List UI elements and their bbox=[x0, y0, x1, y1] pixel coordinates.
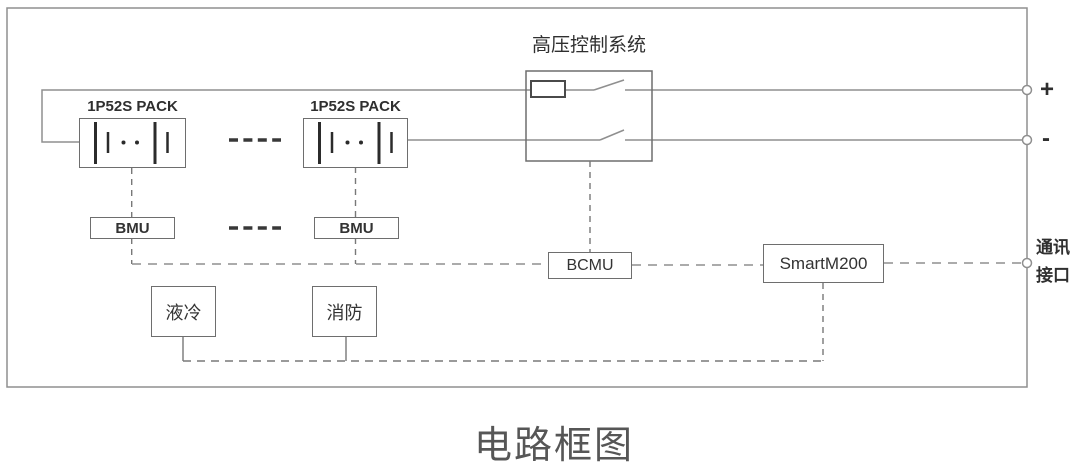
battery-pack2-box bbox=[303, 118, 408, 168]
diagram-title: 电路框图 bbox=[473, 425, 634, 467]
smartm200-label: SmartM200 bbox=[779, 253, 868, 273]
bmu1-label: BMU bbox=[115, 219, 150, 237]
enclosure-frame bbox=[6, 7, 1028, 388]
comm-bus-dashed bbox=[132, 262, 1022, 266]
fire-protection-label: 消防 bbox=[326, 302, 363, 323]
hv-system-label: 高压控制系统 bbox=[531, 35, 646, 56]
liquid-cooling-box: 液冷 bbox=[151, 286, 216, 337]
bmu1-box: BMU bbox=[90, 217, 175, 239]
switch-positive-icon bbox=[593, 79, 625, 91]
positive-bus-wire bbox=[41, 89, 1022, 143]
hv-control-box bbox=[525, 70, 653, 162]
battery-cells-icon bbox=[318, 122, 393, 164]
battery-pack1-box bbox=[79, 118, 186, 168]
switch-negative-icon bbox=[599, 129, 625, 141]
positive-terminal-node bbox=[1021, 84, 1033, 96]
bmu2-label: BMU bbox=[339, 219, 374, 237]
bcmu-label: BCMU bbox=[566, 256, 614, 274]
fire-protection-box: 消防 bbox=[312, 286, 377, 337]
comm-terminal-label-line1: 通讯 bbox=[1036, 238, 1070, 257]
comm-terminal-label: 通讯 接口 bbox=[1036, 234, 1070, 290]
fuse-icon bbox=[530, 80, 566, 98]
battery-cells-icon bbox=[94, 122, 169, 164]
liquid-cooling-label: 液冷 bbox=[165, 302, 202, 323]
pack2-label: 1P52S PACK bbox=[310, 98, 401, 115]
bcmu-box: BCMU bbox=[548, 252, 632, 279]
comm-terminal-label-line2: 接口 bbox=[1036, 266, 1070, 285]
negative-terminal-node bbox=[1021, 134, 1033, 146]
smartm200-box: SmartM200 bbox=[763, 244, 884, 283]
pack1-label: 1P52S PACK bbox=[87, 98, 178, 115]
comm-terminal-node bbox=[1021, 257, 1033, 269]
aux-bus-dashed bbox=[182, 337, 823, 362]
negative-terminal-label: - bbox=[1042, 125, 1050, 152]
positive-terminal-label: + bbox=[1040, 76, 1055, 103]
bmu2-box: BMU bbox=[314, 217, 399, 239]
bmu-link-dashed bbox=[131, 161, 824, 361]
